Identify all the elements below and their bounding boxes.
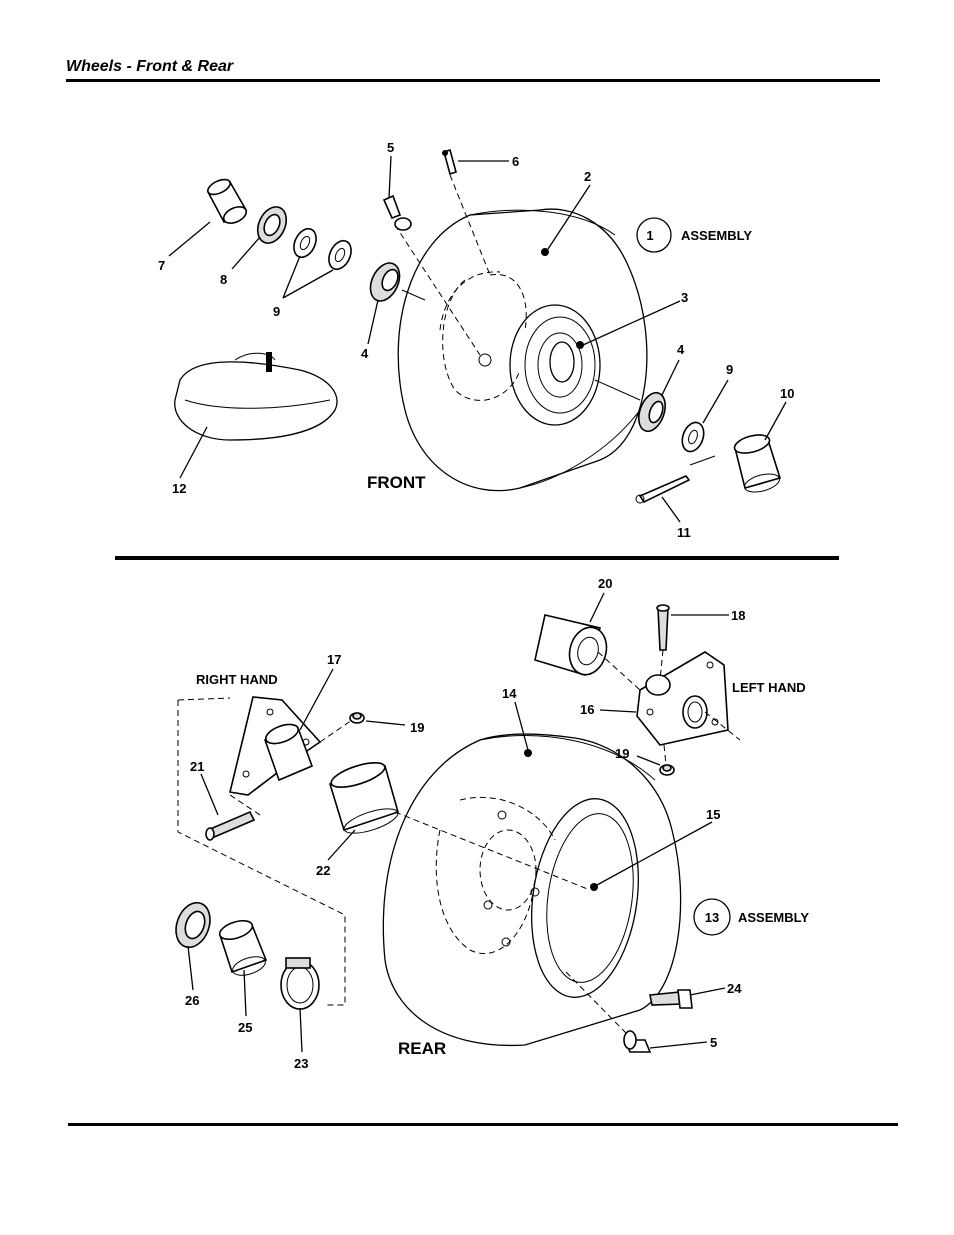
callout-7: 7 [158, 258, 165, 273]
part-18-bolt [656, 604, 670, 651]
part-16-left-hand-bracket [636, 651, 729, 746]
callout-6: 6 [512, 154, 519, 169]
part-22-bushing [329, 762, 399, 834]
part-26-washer [175, 901, 211, 949]
callout-17: 17 [327, 652, 341, 667]
part-19-nut [349, 712, 365, 724]
part-10-bushing [733, 434, 782, 493]
part-6-valve-stem [442, 148, 457, 176]
callout-8: 8 [220, 272, 227, 287]
part-5-grease-fitting [382, 194, 412, 231]
callout-10: 10 [780, 386, 794, 401]
callout-9-right: 9 [726, 362, 733, 377]
callout-5: 5 [387, 140, 394, 155]
callout-4: 4 [361, 346, 369, 361]
part-25-bushing [218, 919, 268, 976]
section-divider [115, 556, 839, 560]
callout-5-rear: 5 [710, 1035, 717, 1050]
right-hand-label: RIGHT HAND [196, 672, 278, 687]
part-8-bearing [256, 206, 288, 244]
callout-12: 12 [172, 481, 186, 496]
footer-rule [68, 1123, 898, 1126]
rear-assembly-number: 13 [705, 910, 719, 925]
part-4-bushing-right [638, 391, 666, 433]
callout-20: 20 [598, 576, 612, 591]
part-5-grease-fitting-rear [623, 1030, 652, 1053]
header-rule [66, 79, 880, 82]
front-wheel-illustration [397, 208, 648, 492]
callout-21: 21 [190, 759, 204, 774]
part-11-cotter-pin [635, 475, 691, 504]
part-24-bolt [649, 989, 693, 1009]
part-19-nut-lower [659, 764, 675, 776]
part-12-inner-tube [174, 352, 338, 441]
part-4-flange-bushing [369, 262, 401, 302]
callout-14: 14 [502, 686, 517, 701]
front-assembly-circle [636, 217, 672, 253]
callout-2: 2 [584, 169, 591, 184]
callout-23: 23 [294, 1056, 308, 1071]
callout-16: 16 [580, 702, 594, 717]
part-9-washers [293, 227, 352, 271]
part-23-clamp [280, 957, 320, 1010]
front-assembly-label: ASSEMBLY [681, 228, 752, 243]
callout-9: 9 [273, 304, 280, 319]
rear-assembly-label: ASSEMBLY [738, 910, 809, 925]
rear-assembly-circle [693, 898, 731, 936]
callout-19: 19 [410, 720, 424, 735]
front-label: FRONT [367, 473, 426, 492]
part-17-right-hand-bracket [229, 696, 322, 796]
left-hand-label: LEFT HAND [732, 680, 806, 695]
front-assembly-number: 1 [646, 228, 653, 243]
callout-22: 22 [316, 863, 330, 878]
rear-label: REAR [398, 1039, 446, 1058]
part-9-washer-right [681, 421, 705, 453]
part-21-bolt [205, 810, 256, 841]
callout-4-right: 4 [677, 342, 685, 357]
callout-11: 11 [677, 525, 691, 540]
callout-3: 3 [681, 290, 688, 305]
callout-15: 15 [706, 807, 720, 822]
callout-24: 24 [727, 981, 742, 996]
page-title: Wheels - Front & Rear [66, 58, 234, 75]
callout-26: 26 [185, 993, 199, 1008]
callout-18: 18 [731, 608, 745, 623]
part-20-spacer [534, 614, 608, 676]
callout-19-lower: 19 [615, 746, 629, 761]
callout-25: 25 [238, 1020, 252, 1035]
rear-wheel-illustration [382, 733, 682, 1047]
part-7-bushing [206, 178, 248, 224]
